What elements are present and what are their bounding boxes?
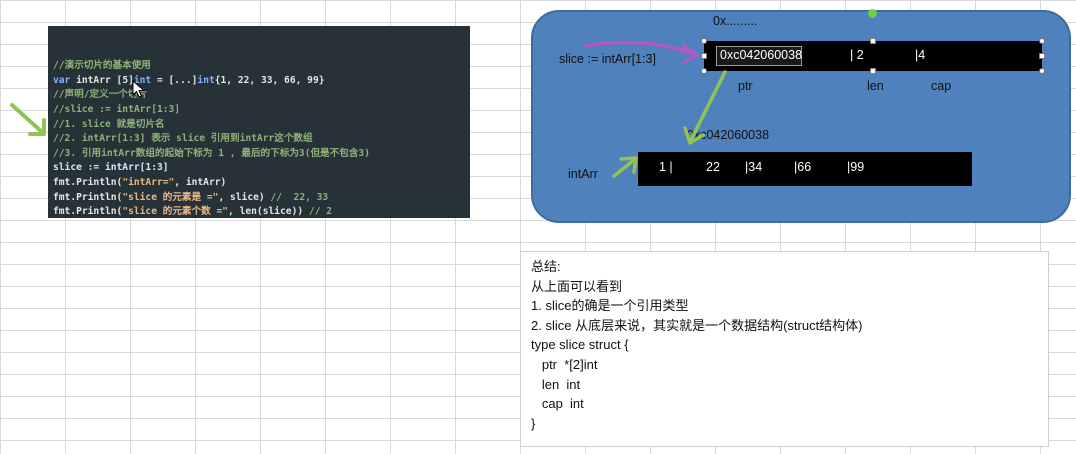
code-line: //slice := intArr[1:3]	[53, 103, 470, 118]
code-token: //3. 引用intArr数组的起始下标为 1 , 最后的下标为3(但是不包含3…	[53, 147, 370, 159]
code-line: var intArr [5]int = [...]int{1, 22, 33, …	[53, 74, 470, 89]
summary-line: 1. slice的确是一个引用类型	[531, 298, 689, 314]
code-token: // 2	[308, 206, 333, 218]
code-token: //演示切片的基本使用	[53, 60, 151, 72]
code-line: fmt.Println("intArr=", intArr)	[53, 176, 470, 191]
resize-handle-br[interactable]	[1039, 68, 1045, 74]
cap-value: |4	[915, 48, 926, 62]
code-token: int	[133, 74, 152, 86]
array-cell: |66	[794, 160, 812, 174]
code-token: fmt.Println(	[53, 206, 123, 218]
code-token: = [...]	[151, 74, 198, 86]
summary-line: 2. slice 从底层来说，其实就是一个数据结构(struct结构体)	[531, 317, 863, 333]
code-token: // 22, 33	[270, 191, 329, 203]
resize-handle-tl[interactable]	[701, 38, 707, 44]
array-label: intArr	[568, 167, 598, 181]
cap-label: cap	[931, 79, 952, 93]
code-token: int	[197, 74, 215, 86]
code-line: //3. 引用intArr数组的起始下标为 1 , 最后的下标为3(但是不包含3…	[53, 147, 470, 162]
ptr-text-selection	[716, 46, 802, 66]
left-green-arrow-icon	[10, 103, 46, 136]
resize-handle-r[interactable]	[1039, 53, 1045, 59]
code-token: , len(slice))	[228, 206, 309, 218]
code-token: slice := intArr[1:3]	[53, 162, 169, 174]
mouse-cursor-icon	[132, 80, 146, 98]
array-cell: |34	[745, 160, 763, 174]
resize-handle-tr[interactable]	[1039, 38, 1045, 44]
code-token: //1. slice 就是切片名	[53, 118, 165, 130]
summary-lines: 总结: 从上面可以看到 1. slice的确是一个引用类型 2. slice 从底层来…	[531, 257, 1048, 433]
int-array-bar	[638, 152, 972, 186]
code-line: //声明/定义一个切片	[53, 88, 470, 103]
array-cell: 1 |	[659, 160, 673, 174]
top-address-label: 0x.........	[713, 14, 758, 28]
array-cell: |99	[847, 160, 865, 174]
summary-line: type slice struct {	[531, 337, 629, 353]
resize-handle-l[interactable]	[701, 53, 707, 59]
resize-handle-bl[interactable]	[701, 68, 707, 74]
summary-textbox[interactable]: 总结: 从上面可以看到 1. slice的确是一个引用类型 2. slice 从底层来…	[520, 251, 1049, 447]
code-token: "slice 的元素是 ="	[122, 191, 219, 203]
summary-line: 从上面可以看到	[531, 278, 623, 294]
code-token: //声明/定义一个切片	[53, 89, 148, 101]
resize-handle-t[interactable]	[870, 38, 876, 44]
code-token: "intArr="	[122, 176, 175, 188]
code-token: , slice)	[218, 191, 271, 203]
ptr-value: 0xc042060038	[720, 48, 803, 62]
code-token: "slice 的元素个数 ="	[122, 206, 229, 218]
code-token: fmt.Println(	[53, 176, 123, 188]
array-address-label: 0xc042060038	[687, 128, 770, 142]
code-line: //2. intArr[1:3] 表示 slice 引用到intArr这个数组	[53, 132, 470, 147]
code-token: fmt.Println(	[53, 191, 123, 203]
code-line: //1. slice 就是切片名	[53, 118, 470, 133]
summary-line: len int	[531, 376, 581, 392]
code-token: intArr	[76, 74, 111, 86]
code-line: //演示切片的基本使用	[53, 59, 470, 74]
code-token: , intArr)	[174, 176, 227, 188]
slice-label: slice := intArr[1:3]	[559, 52, 656, 66]
code-token: //slice := intArr[1:3]	[53, 103, 181, 115]
resize-handle-b[interactable]	[870, 68, 876, 74]
ptr-label: ptr	[738, 79, 753, 93]
code-token: //2. intArr[1:3] 表示 slice 引用到intArr这个数组	[53, 133, 313, 145]
code-token: [5]	[110, 74, 134, 86]
code-line: fmt.Println("slice 的元素个数 =", len(slice))…	[53, 205, 470, 218]
rotation-handle[interactable]	[868, 9, 877, 18]
len-label: len	[867, 79, 884, 93]
code-token: {1, 22, 33, 66, 99}	[214, 74, 325, 86]
summary-line: cap int	[531, 396, 584, 412]
code-line: fmt.Println("slice 的元素是 =", slice) // 22…	[53, 191, 470, 206]
summary-line: }	[531, 415, 536, 431]
summary-line: 总结:	[531, 259, 561, 274]
array-cell: 22	[706, 160, 720, 174]
len-value: | 2	[850, 48, 864, 62]
code-line: slice := intArr[1:3]	[53, 161, 470, 176]
code-token: var	[53, 74, 77, 86]
summary-line: ptr *[2]int	[531, 356, 598, 372]
